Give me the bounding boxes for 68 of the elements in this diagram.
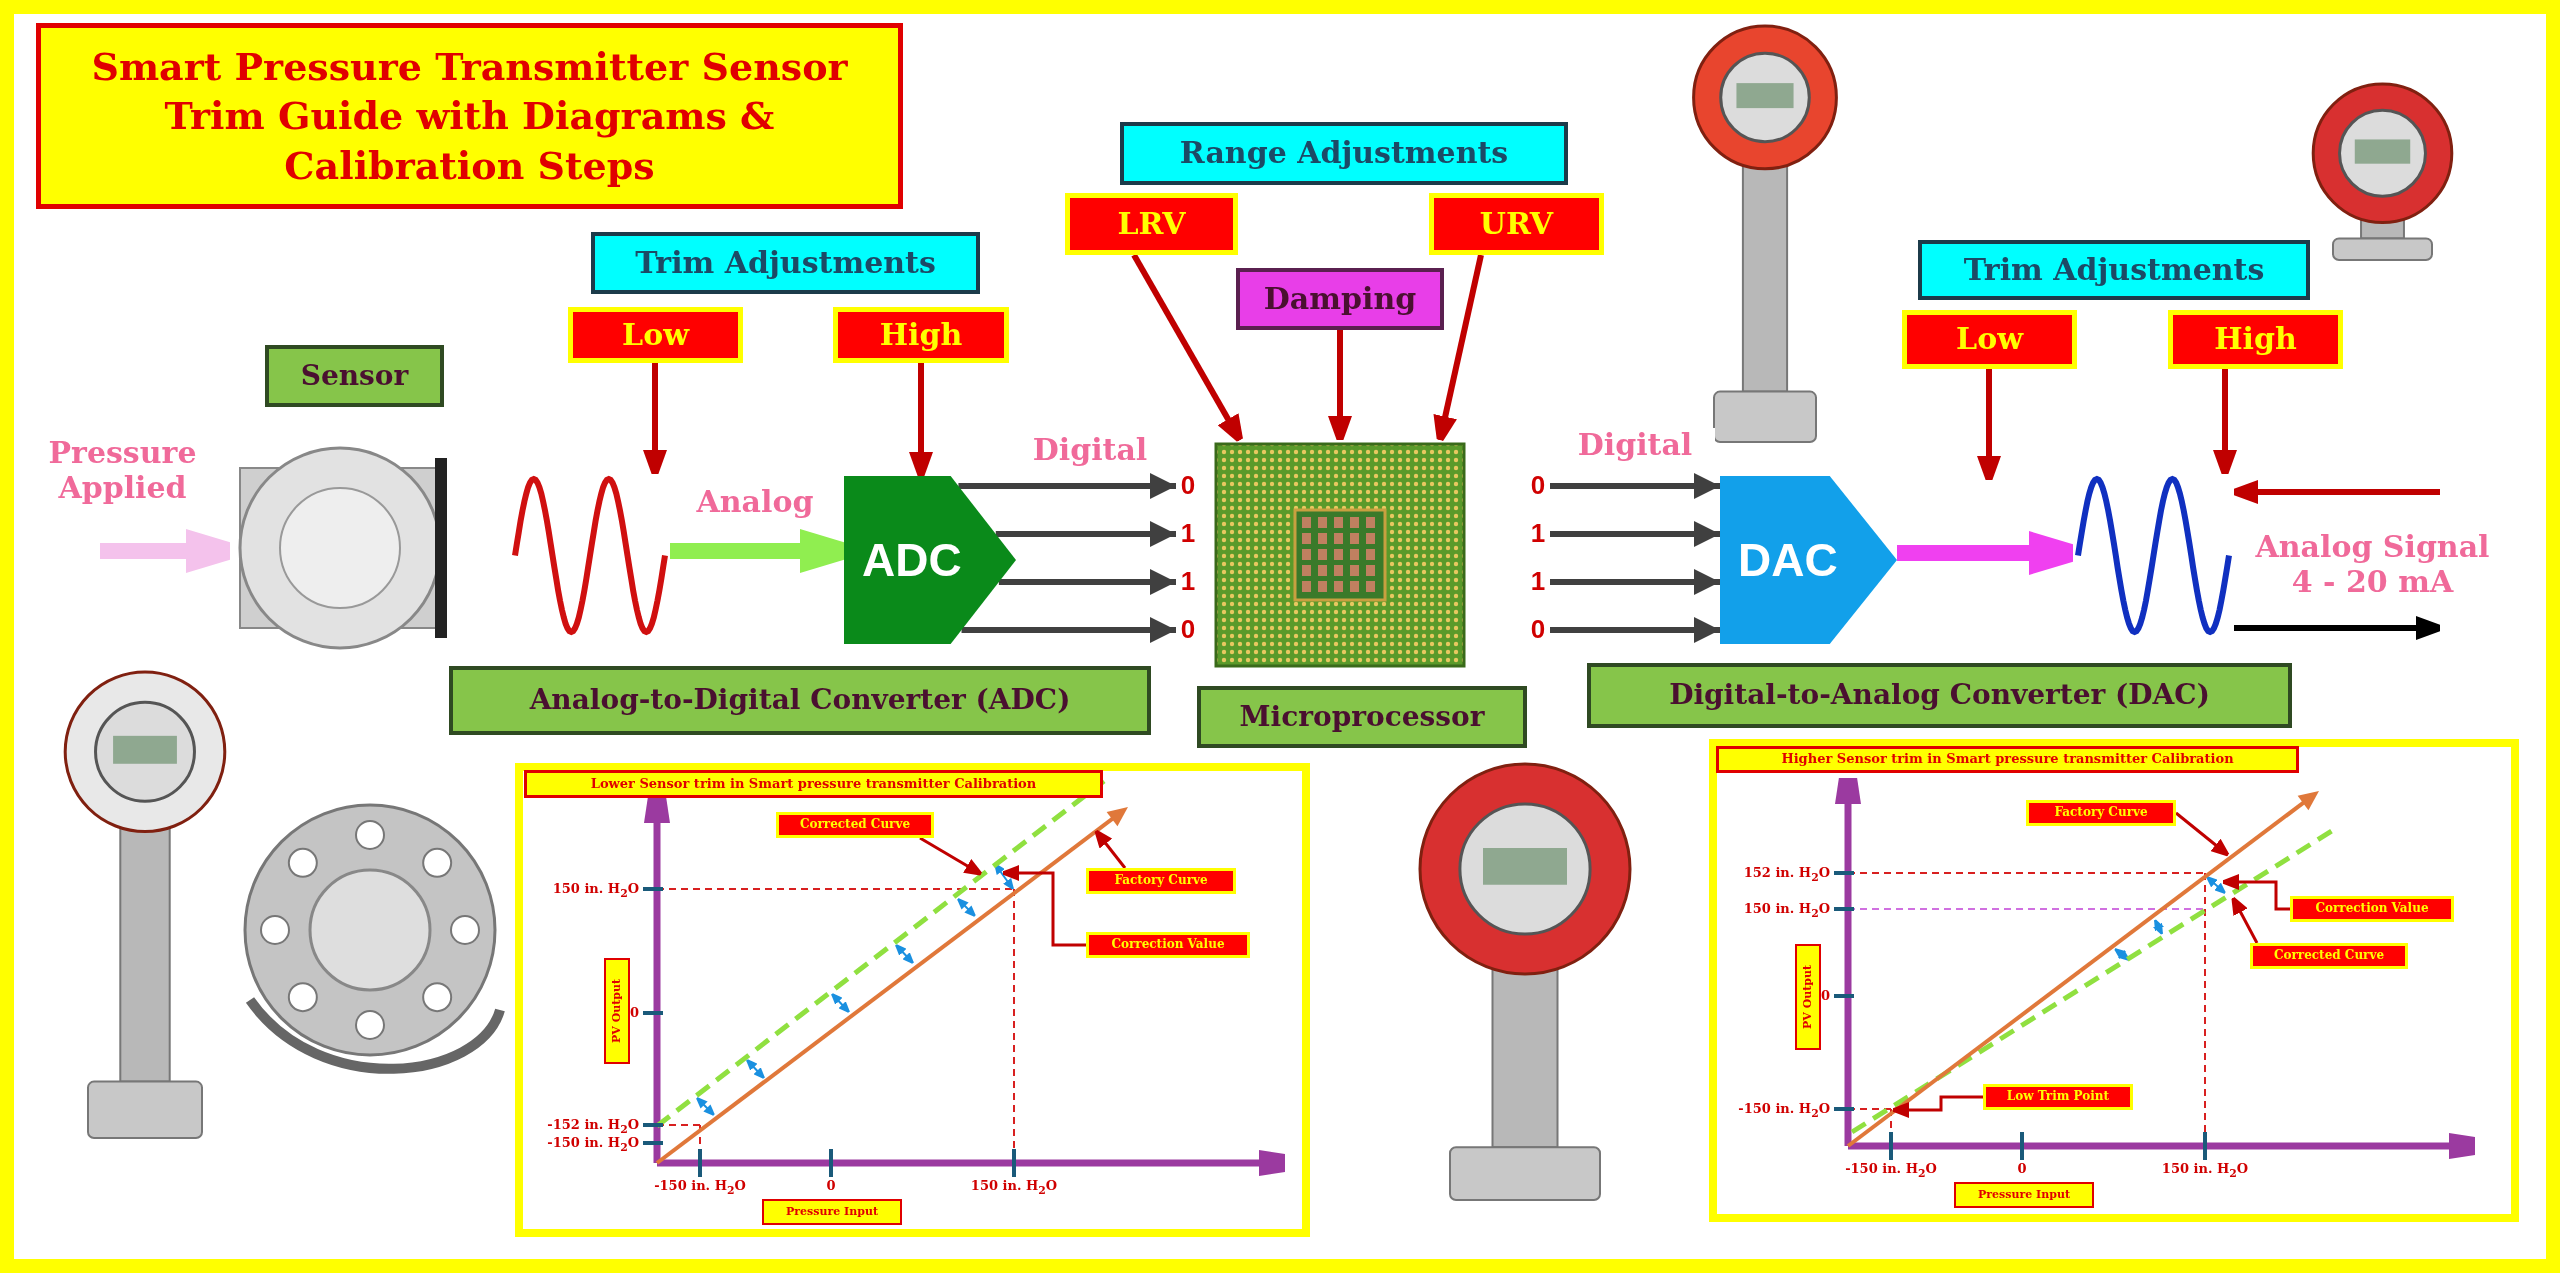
- arrow: [1550, 473, 1720, 499]
- setting-box: URV: [1429, 193, 1604, 255]
- bit-label: 1: [1176, 520, 1200, 548]
- axis-tick-label: -150 in. H$_{2}$O: [546, 1134, 639, 1152]
- leader-line: [2175, 811, 2230, 857]
- setting-box: Low: [568, 307, 743, 363]
- axis-tick-label: 150 in. H$_{2}$O: [2160, 1160, 2250, 1178]
- arrow: [995, 521, 1176, 547]
- bit-label: 0: [1526, 616, 1550, 644]
- label-box: Microprocessor: [1197, 686, 1527, 748]
- leader-line: [1003, 865, 1086, 947]
- axis-tick-label: 150 in. H$_{2}$O: [1742, 900, 1830, 918]
- axis-title-box: PV Output: [604, 958, 630, 1064]
- axis-tick-label: 152 in. H$_{2}$O: [1742, 864, 1830, 882]
- axis-title-box: Pressure Input: [1954, 1182, 2094, 1208]
- axis-tick-label: 150 in. H$_{2}$O: [969, 1177, 1059, 1195]
- setting-box: LRV: [1065, 193, 1238, 255]
- arrow: [958, 473, 1176, 499]
- arrow: [961, 617, 1176, 643]
- callout-box: Factory Curve: [2026, 800, 2176, 826]
- analog-wave-drawing: [2073, 474, 2234, 637]
- setting-box: Damping: [1236, 268, 1444, 330]
- leader-line: [2231, 897, 2259, 944]
- leader-line: [1893, 1095, 1983, 1118]
- arrow: [998, 569, 1176, 595]
- callout-box: Corrected Curve: [776, 812, 934, 838]
- analog-wave-drawing: [510, 474, 670, 637]
- converter-block: DAC: [1720, 476, 1897, 644]
- bit-label: 1: [1526, 568, 1550, 596]
- bit-label: 1: [1526, 520, 1550, 548]
- leader-line: [1094, 829, 1127, 869]
- callout-box: Correction Value: [1086, 932, 1250, 958]
- axis-tick-label: 0: [825, 1177, 837, 1195]
- bit-label: 0: [1176, 472, 1200, 500]
- axis-title-box: Pressure Input: [762, 1199, 902, 1225]
- axis-tick-label: -152 in. H$_{2}$O: [546, 1116, 639, 1134]
- title-box: Smart Pressure Transmitter Sensor Trim Guide with Diagrams & Calibration Steps: [36, 23, 903, 209]
- axis-title-box: PV Output: [1795, 944, 1821, 1050]
- setting-box: High: [2168, 310, 2343, 369]
- axis-tick-label: 0: [2016, 1160, 2028, 1178]
- label-box: Digital-to-Analog Converter (DAC): [1587, 663, 2292, 728]
- heading-box: Range Adjustments: [1120, 122, 1568, 185]
- axis-tick-label: -150 in. H$_{2}$O: [653, 1177, 747, 1195]
- axis-tick-label: 150 in. H$_{2}$O: [551, 880, 639, 898]
- bit-label: 0: [1526, 472, 1550, 500]
- heading-box: Trim Adjustments: [591, 232, 980, 294]
- callout-box: Factory Curve: [1086, 868, 1236, 894]
- arrow: [1550, 521, 1720, 547]
- arrow: [1550, 569, 1720, 595]
- chart-title-box: Higher Sensor trim in Smart pressure transmitter Calibration: [1716, 746, 2299, 773]
- axis-tick-label: -150 in. H$_{2}$O: [1737, 1100, 1830, 1118]
- setting-box: Low: [1902, 310, 2077, 369]
- leader-line: [919, 836, 982, 876]
- callout-box: Correction Value: [2290, 896, 2454, 922]
- setting-box: High: [833, 307, 1009, 363]
- label-box: Analog-to-Digital Converter (ADC): [449, 666, 1151, 735]
- leader-line: [2223, 874, 2290, 911]
- converter-block: ADC: [844, 476, 1016, 644]
- chart-title-box: Lower Sensor trim in Smart pressure transmitter Calibration: [524, 770, 1103, 798]
- label-box: Sensor: [265, 345, 444, 407]
- bit-label: 1: [1176, 568, 1200, 596]
- microprocessor-chip-drawing: [1212, 440, 1468, 670]
- bit-label: 0: [1176, 616, 1200, 644]
- arrow: [1550, 617, 1720, 643]
- axis-tick-label: -150 in. H$_{2}$O: [1844, 1160, 1938, 1178]
- callout-box: Low Trim Point: [1983, 1084, 2133, 1110]
- callout-box: Corrected Curve: [2250, 943, 2408, 969]
- heading-box: Trim Adjustments: [1918, 240, 2310, 300]
